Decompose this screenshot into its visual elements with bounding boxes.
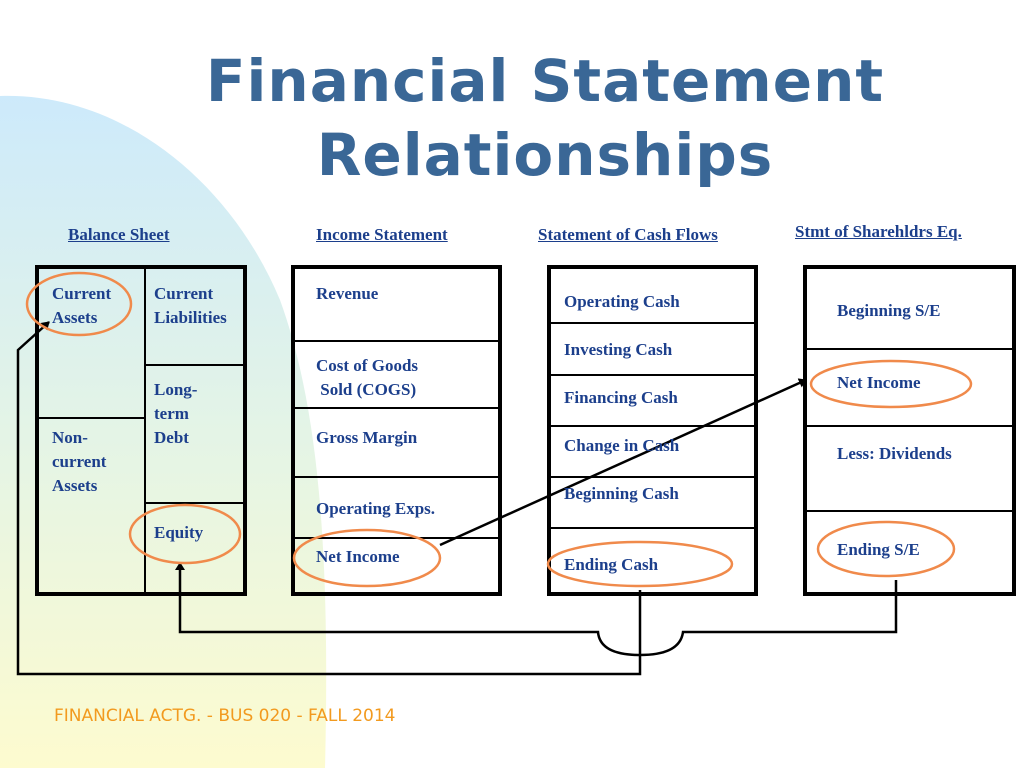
current-liabilities-label: Current Liabilities bbox=[154, 284, 227, 327]
equity-label: Equity bbox=[154, 523, 204, 542]
se-net-income-label: Net Income bbox=[837, 373, 921, 392]
equity-highlight bbox=[128, 503, 242, 565]
gross-margin-label: Gross Margin bbox=[316, 428, 418, 447]
title-line-2: Relationships bbox=[316, 121, 774, 189]
ending-se-label: Ending S/E bbox=[837, 540, 920, 559]
se-net-income-highlight bbox=[809, 359, 973, 409]
ending-se-to-equity-arrow bbox=[175, 562, 898, 657]
net-income-label: Net Income bbox=[316, 547, 400, 566]
shareholders-equity-heading: Stmt of Sharehldrs Eq. bbox=[795, 222, 962, 241]
change-in-cash-label: Change in Cash bbox=[564, 436, 680, 455]
less-dividends-label: Less: Dividends bbox=[837, 444, 952, 463]
revenue-label: Revenue bbox=[316, 284, 379, 303]
ending-cash-label: Ending Cash bbox=[564, 555, 659, 574]
ending-cash-highlight bbox=[546, 540, 734, 588]
title-line-1: Financial Statement bbox=[205, 47, 885, 115]
investing-cash-label: Investing Cash bbox=[564, 340, 673, 359]
cash-flows-heading: Statement of Cash Flows bbox=[538, 225, 718, 244]
slide-title: Financial Statement Relationships bbox=[200, 44, 890, 192]
noncurrent-assets-label: Non-current Assets bbox=[52, 428, 107, 495]
income-statement-box bbox=[291, 265, 502, 596]
balance-sheet-heading: Balance Sheet bbox=[68, 225, 170, 244]
current-assets-highlight bbox=[25, 271, 133, 337]
beginning-se-label: Beginning S/E bbox=[837, 301, 941, 320]
operating-cash-label: Operating Cash bbox=[564, 292, 680, 311]
cash-flows-box bbox=[547, 265, 758, 596]
ending-cash-to-current-assets-arrow bbox=[16, 321, 642, 676]
footer-text: FINANCIAL ACTG. - BUS 020 - FALL 2014 bbox=[54, 706, 396, 726]
cogs-label: Cost of Goods Sold (COGS) bbox=[316, 356, 419, 399]
ending-se-highlight bbox=[816, 520, 956, 578]
beginning-cash-label: Beginning Cash bbox=[564, 484, 679, 503]
balance-sheet-box bbox=[35, 265, 247, 596]
background-curve-shape bbox=[0, 95, 327, 768]
net-income-arrow bbox=[439, 378, 807, 547]
shareholders-equity-box bbox=[803, 265, 1016, 596]
income-statement-heading: Income Statement bbox=[316, 225, 448, 244]
current-assets-label: Current Assets bbox=[52, 284, 112, 327]
long-term-debt-label: Long-term Debt bbox=[154, 380, 198, 447]
financing-cash-label: Financing Cash bbox=[564, 388, 678, 407]
operating-expenses-label: Operating Exps. bbox=[316, 499, 436, 518]
net-income-highlight bbox=[292, 528, 442, 588]
